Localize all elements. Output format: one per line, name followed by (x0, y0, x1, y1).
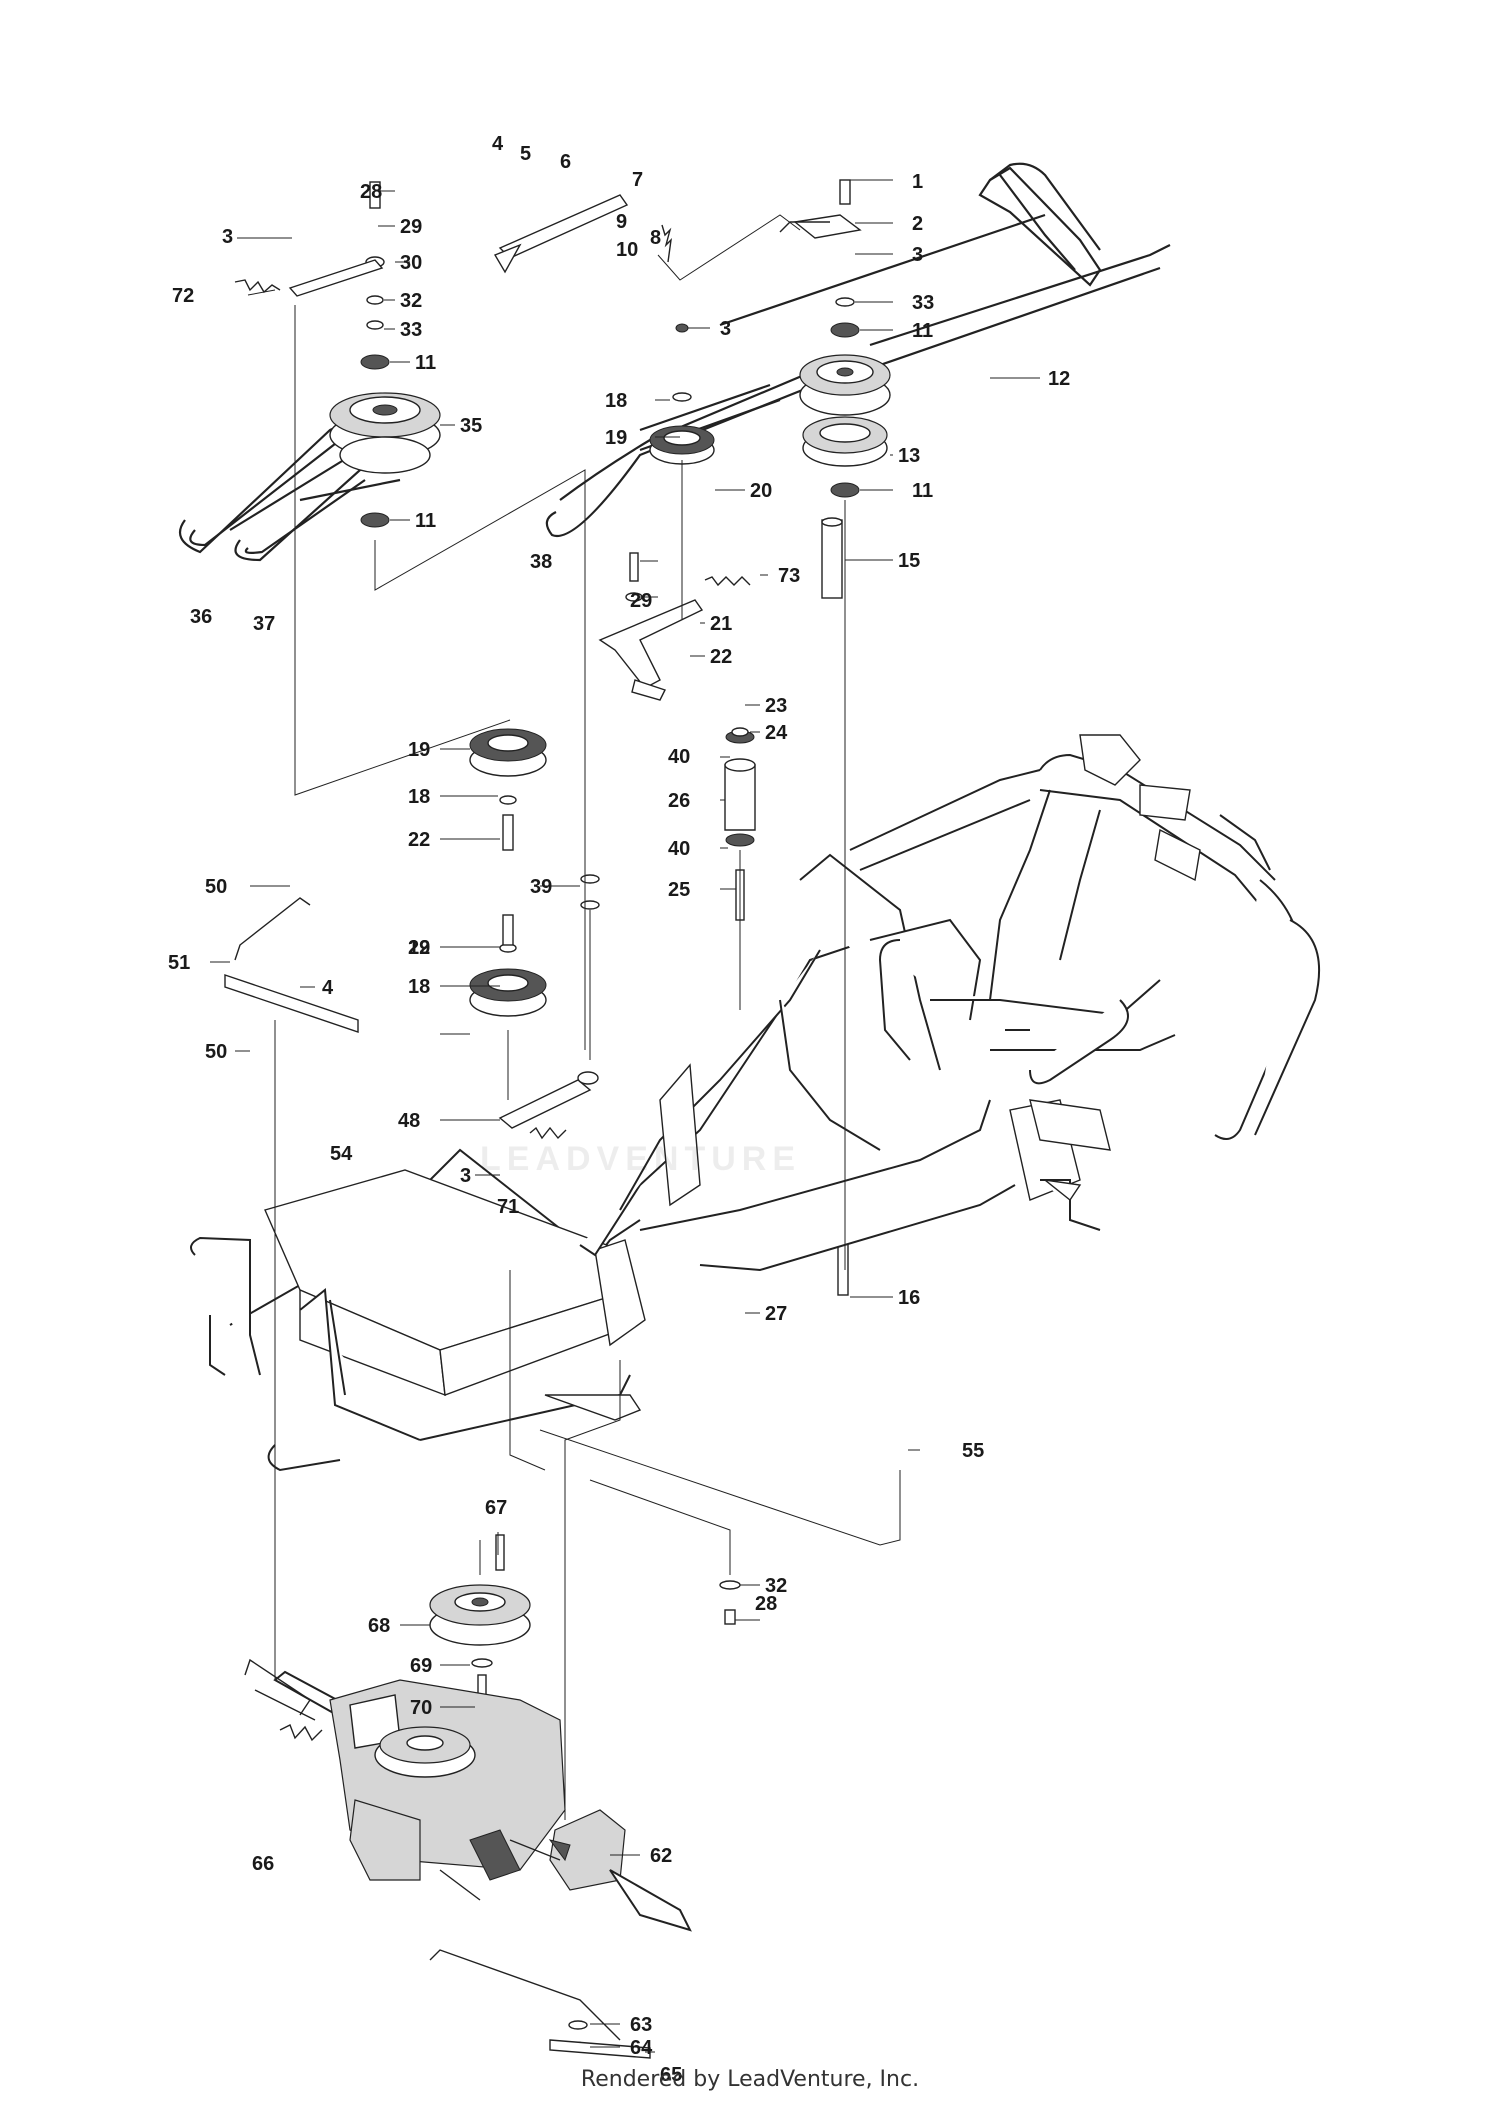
callout-label: 33 (400, 319, 422, 341)
callout-label: 63 (630, 2014, 652, 2036)
callout-label: 3 (912, 244, 923, 266)
callout-label: 50 (205, 1041, 227, 1063)
callout-label: 67 (485, 1497, 507, 1519)
callout-label: 37 (253, 613, 275, 635)
callout-label: 18 (408, 976, 430, 998)
callout-label: 30 (400, 252, 422, 274)
callout-label: 69 (410, 1655, 432, 1677)
pulley-35 (329, 392, 441, 474)
pulley-68 (429, 1584, 531, 1646)
callout-label: 11 (912, 320, 933, 342)
callout-label: 2 (912, 213, 923, 235)
callout-label: 38 (530, 551, 552, 573)
bracket-2 (779, 214, 862, 239)
guide-lines (274, 214, 901, 1820)
belt-12 (719, 162, 1171, 374)
callout-label: 64 (630, 2037, 653, 2059)
callout-label: 55 (962, 1440, 984, 1462)
rod-51 (234, 897, 311, 961)
callout-label: 19 (408, 739, 430, 761)
footer-credit: Rendered by LeadVenture, Inc. (580, 2067, 920, 2092)
callout-label: 5 (520, 143, 531, 165)
callout-label: 11 (912, 480, 933, 502)
callout-label: 40 (668, 746, 690, 768)
callout-label: 73 (778, 565, 800, 587)
idler-pulley-19-top (649, 425, 715, 465)
callout-label: 19 (408, 937, 430, 959)
callout-label: 18 (408, 786, 430, 808)
callout-label: 29 (630, 590, 652, 612)
leader-lines (210, 179, 1040, 2053)
rod-65 (429, 1949, 651, 2059)
callout-label: 32 (400, 290, 422, 312)
callout-label: 35 (460, 415, 482, 437)
callout-label: 4 (492, 133, 504, 155)
callout-label: 71 (497, 1196, 519, 1218)
callout-label: 65 (660, 2064, 682, 2086)
bracket-48 (498, 1071, 599, 1129)
callout-label: 27 (765, 1303, 787, 1325)
callout-label: 29 (400, 216, 422, 238)
callout-label: 24 (765, 722, 788, 744)
springs (234, 224, 751, 1742)
callout-label: 48 (398, 1110, 420, 1132)
callout-label: 3 (222, 226, 233, 248)
callout-label: 13 (898, 445, 920, 467)
callout-label: 3 (720, 318, 731, 340)
callout-label: 10 (616, 239, 638, 261)
callout-label: 22 (710, 646, 732, 668)
callout-label: 26 (668, 790, 690, 812)
bracket-54 (224, 974, 359, 1033)
callout-label: 4 (322, 977, 334, 999)
callout-label: 7 (632, 169, 643, 191)
callout-label: 39 (530, 876, 552, 898)
chassis-frame (190, 734, 1321, 1472)
callout-label: 22 (408, 937, 430, 959)
arm-21 (598, 599, 704, 701)
callout-label: 36 (190, 606, 212, 628)
callout-label: 6 (560, 151, 571, 173)
bracket-7 (493, 194, 629, 274)
callout-label: 19 (605, 427, 627, 449)
callout-label: 15 (898, 550, 920, 572)
pulley-13-upper (799, 354, 891, 416)
callout-label: 16 (898, 1287, 920, 1309)
callout-label: 25 (668, 879, 690, 901)
pulley-13-lower (802, 416, 888, 467)
transaxle (273, 1670, 692, 1932)
callout-label: 18 (605, 390, 627, 412)
idler-arm-30 (288, 259, 384, 297)
callout-label: 12 (1048, 368, 1070, 390)
callout-label: 68 (368, 1615, 390, 1637)
callout-label: 11 (415, 510, 436, 532)
callout-label: 11 (415, 352, 436, 374)
idler-pulley-19-mid (469, 728, 547, 777)
callout-label: 21 (710, 613, 732, 635)
callout-labels: 1 2 3 3 3 3 4 4 5 6 7 8 9 10 11 11 11 11… (168, 133, 1070, 2086)
callout-label: 72 (172, 285, 194, 307)
callout-label: 8 (650, 227, 661, 249)
callout-label: 9 (616, 211, 627, 233)
callout-label: 33 (912, 292, 934, 314)
callout-label: 51 (168, 952, 190, 974)
callout-label: 28 (755, 1593, 777, 1615)
callout-label: 32 (765, 1575, 787, 1597)
callout-label: 66 (252, 1853, 274, 1875)
callout-label: 62 (650, 1845, 672, 1867)
idler-pulley-19-low (469, 968, 547, 1017)
callout-label: 1 (912, 171, 923, 193)
callout-label: 54 (330, 1143, 353, 1165)
callout-label: 22 (408, 829, 430, 851)
callout-label: 70 (410, 1697, 432, 1719)
callout-label: 23 (765, 695, 787, 717)
callout-label: 28 (360, 181, 382, 203)
callout-label: 20 (750, 480, 772, 502)
callout-label: 50 (205, 876, 227, 898)
callout-label: 3 (460, 1165, 471, 1187)
watermark: LEADVENTURE (480, 1140, 802, 1178)
callout-label: 40 (668, 838, 690, 860)
bracket-66 (244, 1658, 316, 1721)
